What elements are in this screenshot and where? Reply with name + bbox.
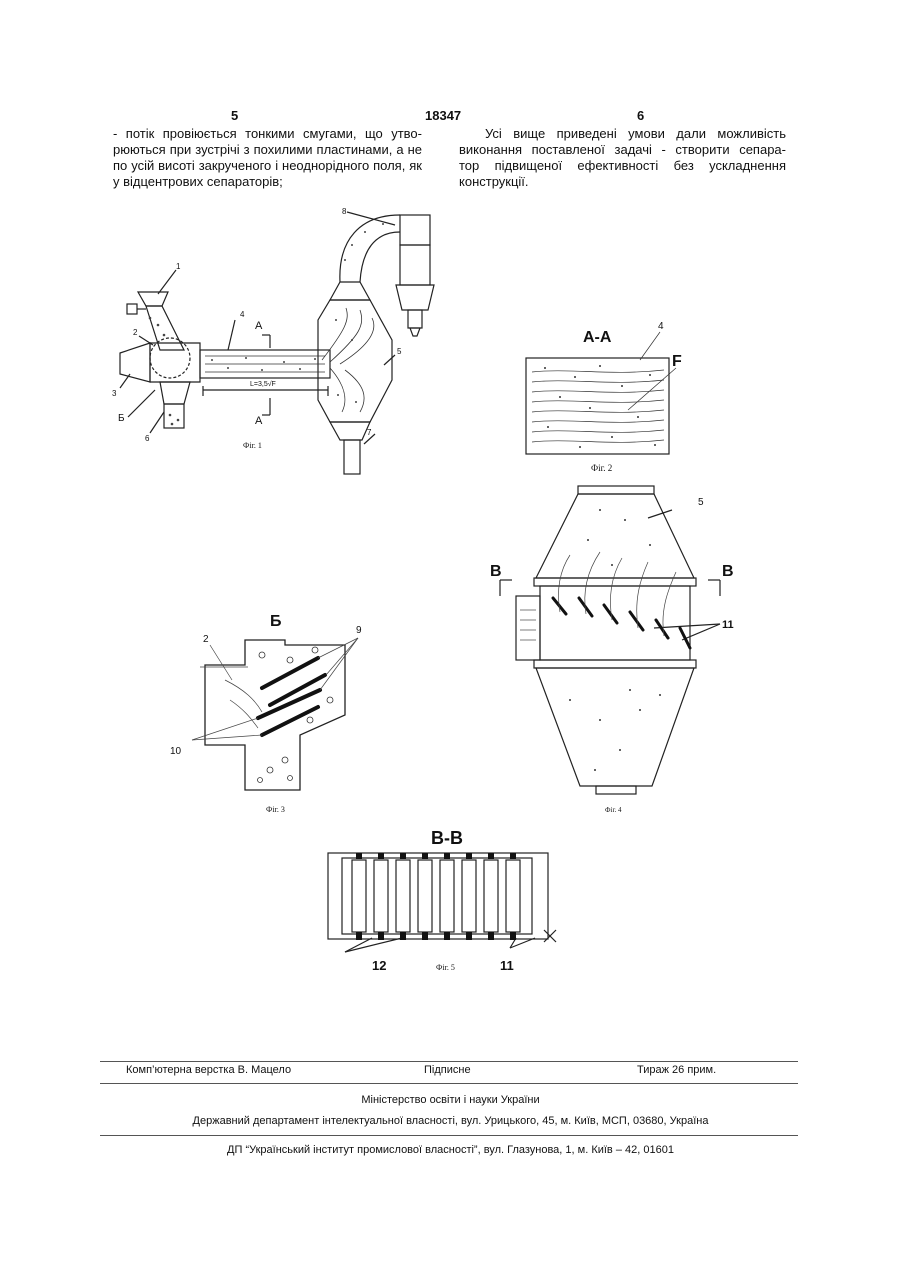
fig5-label-12: 12 (372, 958, 386, 973)
footer-institute: ДП “Український інститут промислової вла… (0, 1144, 901, 1156)
fig5-label-11: 11 (500, 958, 514, 973)
footer-print-run: Тираж 26 прим. (637, 1064, 716, 1076)
footer-typesetter: Комп’ютерна верстка В. Мацело (126, 1064, 291, 1076)
fig5-title: В-В (431, 828, 463, 849)
footer-rule-mid (100, 1083, 798, 1084)
footer-rule-top (100, 1061, 798, 1062)
footer-ministry: Міністерство освіти і науки України (0, 1094, 901, 1106)
footer-department: Державний департамент інтелектуальної вл… (0, 1115, 901, 1127)
footer-signed: Підписне (424, 1064, 471, 1076)
fig5-caption: Фіг. 5 (436, 963, 455, 972)
footer-rule-bottom (100, 1135, 798, 1136)
